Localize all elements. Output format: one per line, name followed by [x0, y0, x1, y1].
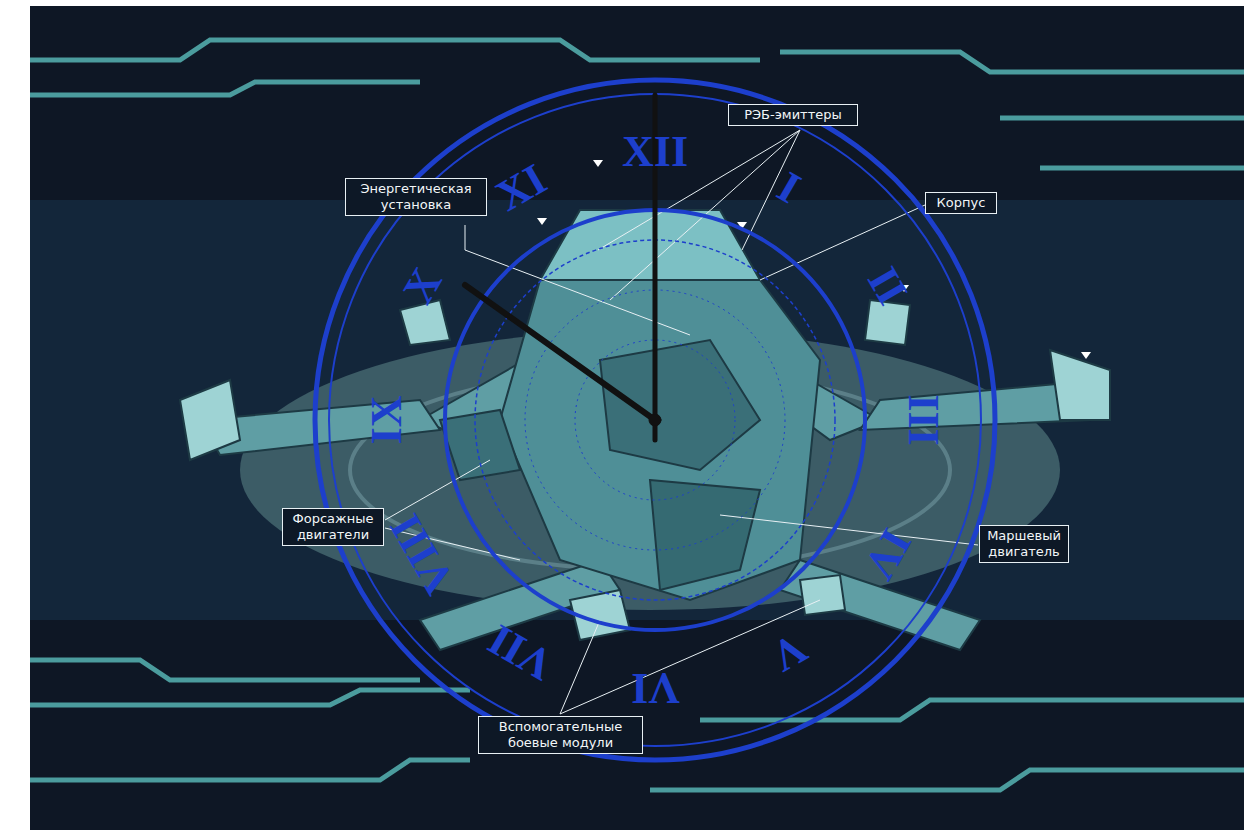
circuit-lines — [30, 40, 1244, 790]
callout-box: Форсажные двигатели — [282, 508, 384, 546]
clock-numeral: IX — [365, 396, 409, 445]
canvas-ground — [30, 6, 1244, 830]
callout-box: Вспомогательные боевые модули — [478, 716, 643, 754]
callout-label: Маршевый двигатель — [986, 528, 1062, 560]
callout-label: Форсажные двигатели — [289, 511, 377, 543]
canvas-band — [30, 200, 1244, 620]
callout-label: Вспомогательные боевые модули — [485, 719, 636, 751]
callout-box: Корпус — [925, 192, 997, 214]
callout-box: Энергетическая установка — [345, 178, 487, 216]
callout-box: РЭБ-эмиттеры — [728, 104, 858, 126]
leader-lines — [385, 130, 978, 714]
clock-numeral: III — [901, 394, 945, 445]
callout-label: РЭБ-эмиттеры — [735, 107, 851, 123]
callout-label: Корпус — [932, 195, 990, 211]
clock-numeral: XII — [622, 130, 688, 174]
callout-box: Маршевый двигатель — [979, 525, 1069, 563]
clock-numeral: VI — [631, 666, 680, 710]
clock-face — [315, 80, 995, 760]
ship — [180, 210, 1110, 650]
marker-triangles — [537, 160, 1091, 359]
callout-label: Энергетическая установка — [352, 181, 480, 213]
